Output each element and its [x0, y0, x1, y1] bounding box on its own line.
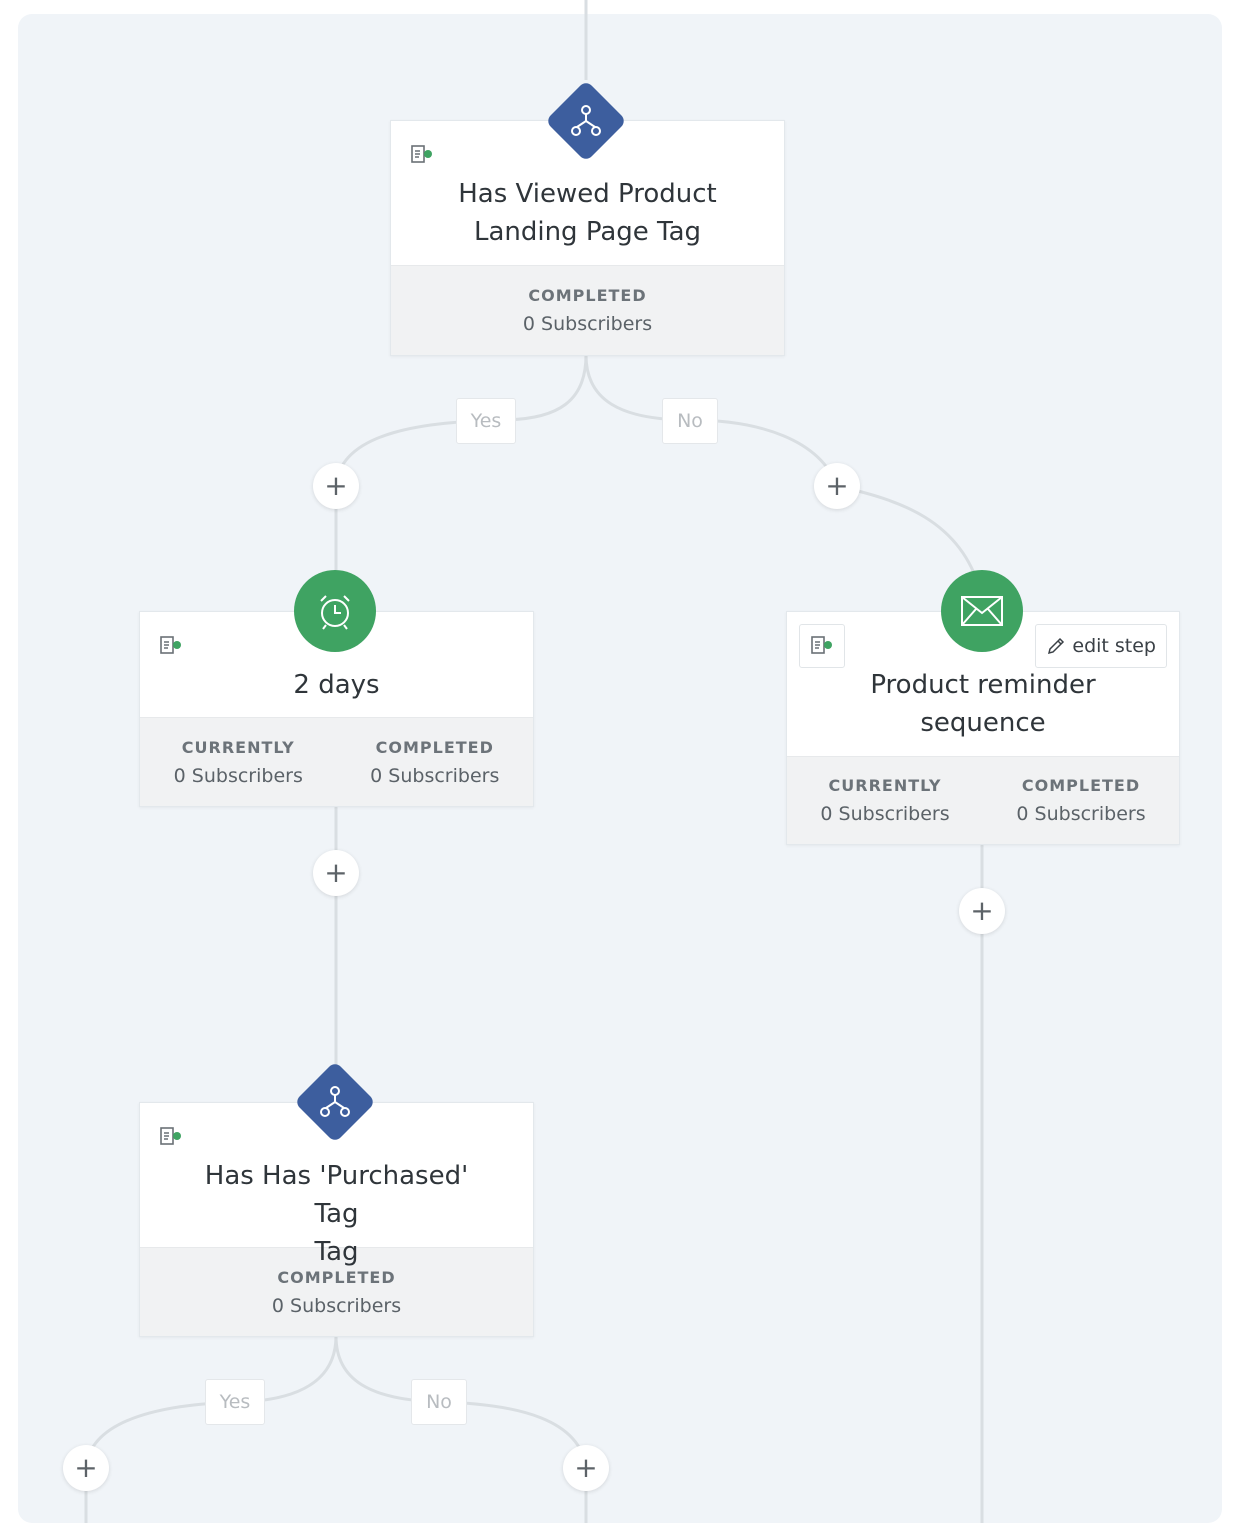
step-title-line1: Has Has 'Purchased' Tag — [204, 1161, 469, 1229]
currently-stat: CURRENTLY 0 Subscribers — [174, 738, 303, 787]
subscriber-step-icon — [160, 1125, 182, 1149]
currently-label: CURRENTLY — [181, 737, 295, 757]
completed-stat: COMPLETED 0 Subscribers — [370, 738, 499, 787]
delay-step[interactable]: 2 days CURRENTLY 0 Subscribers COMPLETED… — [139, 611, 534, 807]
branch-yes-label[interactable]: Yes — [456, 398, 516, 444]
branch-icon — [571, 105, 601, 136]
completed-stat: COMPLETED 0 Subscribers — [1016, 776, 1145, 825]
step-title-line1: Product reminder — [870, 670, 1096, 700]
completed-value: 0 Subscribers — [522, 313, 653, 335]
completed-stat: COMPLETED 0 Subscribers — [523, 286, 652, 335]
connector-no-email — [836, 484, 982, 591]
completed-value: 0 Subscribers — [271, 1294, 402, 1317]
completed-stat: COMPLETED 0 Subscribers — [272, 1268, 401, 1317]
completed-value: 0 Subscribers — [370, 764, 500, 787]
add-step-button[interactable]: + — [63, 1445, 109, 1491]
subscriber-step-icon — [160, 634, 182, 658]
currently-value: 0 Subscribers — [820, 803, 950, 825]
add-step-button[interactable]: + — [313, 463, 359, 509]
currently-value: 0 Subscribers — [173, 764, 303, 787]
subscriber-step-icon[interactable] — [799, 624, 845, 668]
alarm-clock-icon — [320, 595, 350, 630]
completed-label: COMPLETED — [277, 1267, 396, 1287]
branch-icon — [320, 1086, 350, 1117]
email-sequence-step[interactable]: edit step Product reminder sequence CURR… — [786, 611, 1180, 845]
completed-value: 0 Subscribers — [1016, 803, 1146, 825]
step-title-line1: Has Viewed Product — [458, 179, 717, 209]
edit-step-button[interactable]: edit step — [1035, 624, 1167, 668]
currently-label: CURRENTLY — [828, 776, 942, 795]
add-step-button[interactable]: + — [814, 463, 860, 509]
edit-step-label: edit step — [1072, 635, 1156, 657]
email-badge — [941, 570, 1023, 652]
branch-yes-label[interactable]: Yes — [205, 1379, 265, 1425]
condition-step-viewed[interactable]: Has Viewed Product Landing Page Tag COMP… — [390, 120, 785, 356]
delay-badge — [294, 570, 376, 652]
step-title-line2: Tag — [314, 1237, 359, 1267]
condition-badge — [293, 1060, 377, 1144]
currently-stat: CURRENTLY 0 Subscribers — [820, 776, 949, 825]
subscriber-step-icon — [411, 143, 433, 167]
pencil-icon — [1048, 637, 1065, 655]
completed-label: COMPLETED — [1021, 776, 1141, 795]
envelope-icon — [961, 596, 1003, 626]
add-step-button[interactable]: + — [313, 850, 359, 896]
branch-no-label[interactable]: No — [411, 1379, 467, 1425]
condition-badge — [544, 79, 628, 163]
step-title-line2: Landing Page Tag — [473, 217, 702, 247]
add-step-button[interactable]: + — [563, 1445, 609, 1491]
step-title: 2 days — [293, 670, 380, 700]
add-step-button[interactable]: + — [959, 888, 1005, 934]
completed-label: COMPLETED — [528, 286, 647, 305]
condition-step-purchased[interactable]: Has Has 'Purchased' Tag Tag COMPLETED 0 … — [139, 1102, 534, 1337]
completed-label: COMPLETED — [375, 737, 494, 757]
branch-no-label[interactable]: No — [662, 398, 718, 444]
step-title-line2: sequence — [920, 708, 1046, 738]
